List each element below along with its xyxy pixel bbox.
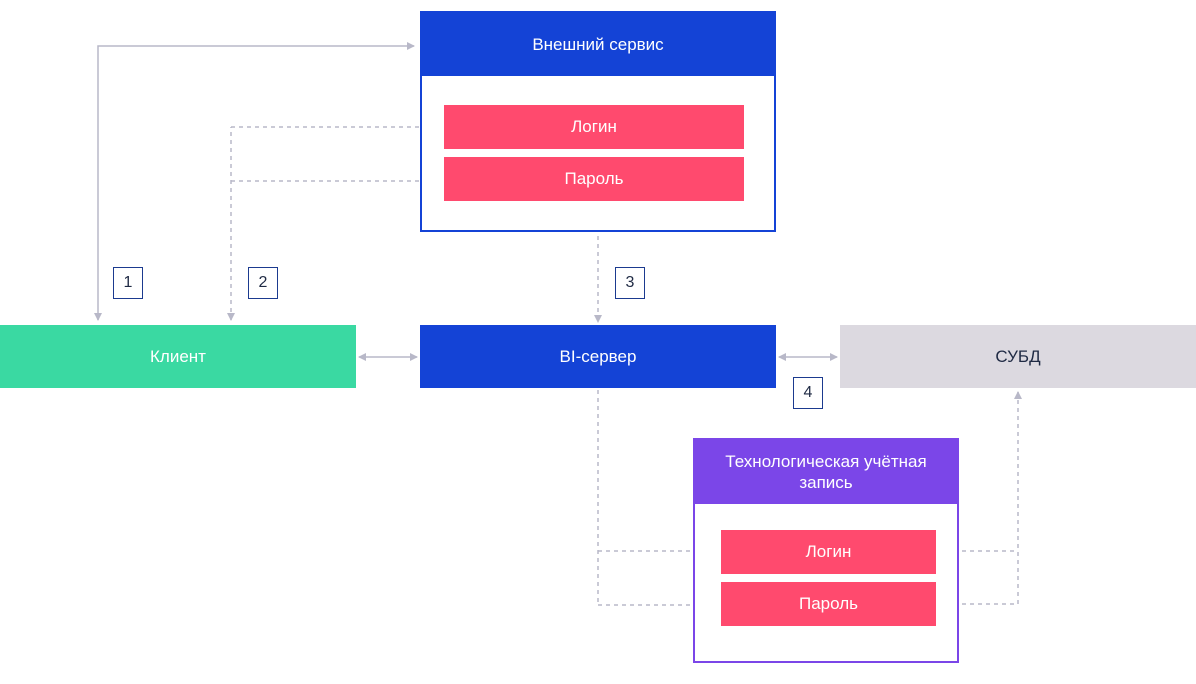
external-service-panel: Внешний сервис Логин Пароль [420,11,776,232]
tech-account-panel: Технологическая учётная запись Логин Пар… [693,438,959,663]
tech-account-title: Технологическая учётная запись [695,440,957,504]
dbms-node: СУБД [840,325,1196,388]
tech-account-login-field: Логин [721,530,936,574]
step-badge-3: 3 [615,267,645,299]
client-node: Клиент [0,325,356,388]
connector-client-external-service [94,42,415,321]
external-service-title: Внешний сервис [422,13,774,76]
step-badge-4: 4 [793,377,823,409]
step-badge-2: 2 [248,267,278,299]
external-service-password-field: Пароль [444,157,744,201]
external-service-login-field: Логин [444,105,744,149]
connector-tech-password-dbms [938,391,1022,605]
tech-account-password-field: Пароль [721,582,936,626]
step-badge-1: 1 [113,267,143,299]
bi-server-node: BI-сервер [420,325,776,388]
